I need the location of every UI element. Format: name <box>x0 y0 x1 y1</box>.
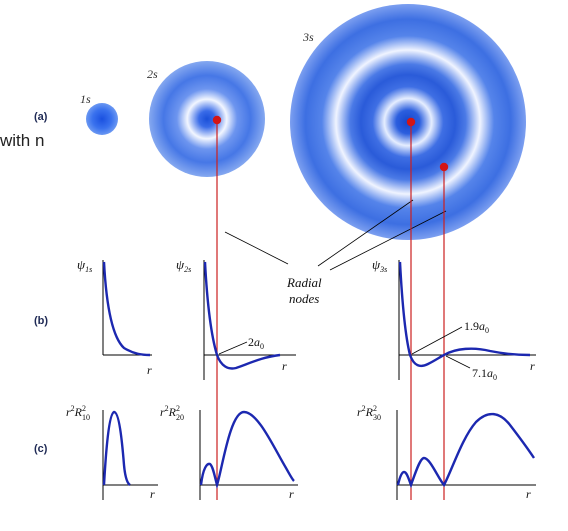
node-dot-3s-outer <box>439 162 449 172</box>
curve-psi-3s <box>398 261 531 368</box>
node-guide-lines <box>216 120 445 500</box>
axis-r-psi-2s: r <box>282 359 287 373</box>
node-label-3s-a: 1.9a0 <box>464 319 489 335</box>
psi-label-1s: ψ1s <box>77 257 92 274</box>
axis-r-rdf-1s: r <box>150 487 155 501</box>
row-label-b: (b) <box>34 315 48 327</box>
orbital-label-1s: 1s <box>80 92 91 106</box>
orbital-label-2s: 2s <box>147 67 158 81</box>
axis-r-rdf-3s: r <box>526 487 531 501</box>
axis-r-rdf-2s: r <box>289 487 294 501</box>
psi-label-2s: ψ2s <box>176 257 191 274</box>
annotation-radial: Radial <box>286 275 322 290</box>
annotation-nodes: nodes <box>289 291 319 306</box>
axis-r-psi-1s: r <box>147 363 152 377</box>
orbital-2s <box>149 61 265 177</box>
orbital-label-3s: 3s <box>302 30 314 44</box>
curve-psi-2s <box>203 261 281 370</box>
orbital-1s <box>86 103 118 135</box>
node-dot-3s-inner <box>406 117 416 127</box>
curve-rdf-3s <box>396 412 535 489</box>
axis-r-psi-3s: r <box>530 359 535 373</box>
radial-node-leaders <box>224 199 447 271</box>
node-value-leaders <box>218 326 471 369</box>
axes-rdf <box>102 410 536 500</box>
row-label-c: (c) <box>34 443 48 455</box>
node-dot-2s <box>212 115 222 125</box>
curve-rdf-1s <box>102 410 131 486</box>
row-label-a: (a) <box>34 111 48 123</box>
curve-rdf-2s <box>199 410 295 490</box>
node-label-3s-b: 7.1a0 <box>472 366 497 382</box>
node-label-2s: 2a0 <box>248 335 264 351</box>
curve-psi-1s <box>102 261 151 357</box>
psi-label-3s: ψ3s <box>372 257 387 274</box>
side-text: with n <box>0 131 44 150</box>
